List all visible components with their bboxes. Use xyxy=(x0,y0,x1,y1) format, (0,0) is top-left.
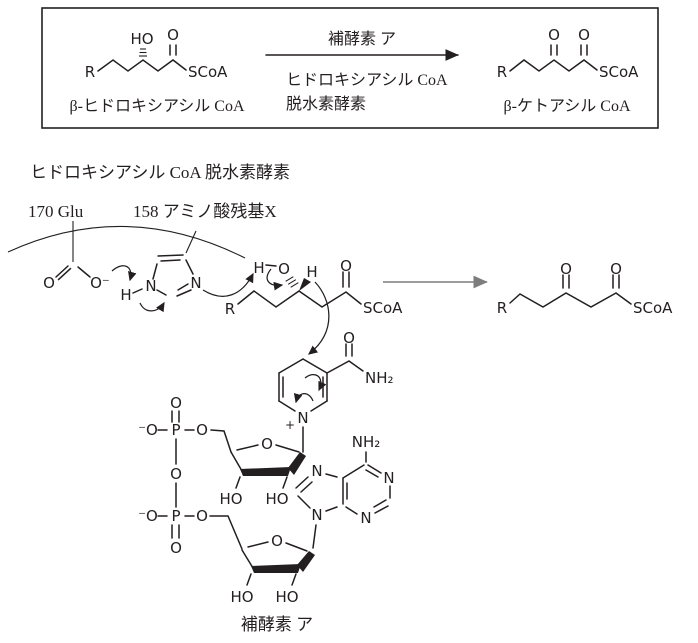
atom-scoa: SCoA xyxy=(363,299,403,317)
atom-n: N xyxy=(360,509,371,527)
condition-bottom-1: ヒドロキシアシル CoA xyxy=(286,72,448,89)
ribose-nicotinamide: O HO HO xyxy=(210,429,306,508)
product-structure-mech: R O O SCoA xyxy=(497,260,673,317)
atom-scoa: SCoA xyxy=(599,63,639,81)
atom-o: O xyxy=(343,329,355,347)
atom-scoa: SCoA xyxy=(188,63,228,81)
hash-bond xyxy=(139,48,147,57)
residue-x-label: 158 アミノ酸残基X xyxy=(133,202,277,221)
atom-n: N xyxy=(311,462,322,480)
imidazole-ring: H N N xyxy=(120,254,202,304)
arrow-to-n-plus xyxy=(293,393,314,404)
condition-top: 補酵素 ア xyxy=(328,30,396,48)
reactant-structure: R HO O SCoA xyxy=(85,26,228,81)
atom-ho: HO xyxy=(219,490,242,508)
atom-o: O xyxy=(196,507,208,525)
atom-o: O xyxy=(278,260,290,278)
product-structure-box: R O O SCoA xyxy=(497,26,639,81)
reaction-conditions: 補酵素 ア ヒドロキシアシル CoA 脱水素酵素 xyxy=(265,30,459,113)
atom-o: O xyxy=(43,274,55,292)
scheme-box-border xyxy=(41,7,659,129)
atom-r: R xyxy=(85,63,95,81)
ribose-bold-edge xyxy=(288,452,306,475)
atom-plus: + xyxy=(285,418,295,432)
atom-h: H xyxy=(306,263,317,281)
product-label: β-ケトアシル CoA xyxy=(503,97,631,115)
atom-o: O xyxy=(271,532,283,550)
wedge-bond xyxy=(299,278,311,291)
enzyme-surface xyxy=(7,221,246,262)
glu-carboxylate: O O⁻ xyxy=(43,265,110,292)
ribose-adenine: O HO HO xyxy=(230,524,317,606)
substrate-structure: R H O H O SCoA xyxy=(225,257,403,318)
atom-o: O xyxy=(548,26,560,44)
atom-minus-o: ⁻O xyxy=(138,421,158,439)
ribose-bold-edge xyxy=(240,467,291,476)
nicotinamide-ring: N + O NH₂ xyxy=(278,329,394,453)
atom-h: H xyxy=(253,259,264,277)
coenzyme-caption: 補酵素 ア xyxy=(241,615,313,634)
adenine-ring: N N N N NH₂ xyxy=(295,433,395,527)
ribose-bold-edge xyxy=(297,551,315,572)
atom-r: R xyxy=(497,63,507,81)
enzyme-title: ヒドロキシアシル CoA 脱水素酵素 xyxy=(30,163,290,182)
arrow-carboxylate-to-h xyxy=(111,265,137,282)
condition-bottom-2: 脱水素酵素 xyxy=(286,95,366,113)
atom-n: N xyxy=(190,274,201,292)
atom-n: N xyxy=(383,469,394,487)
atom-n: N xyxy=(145,277,156,295)
atom-ho: HO xyxy=(275,588,298,606)
atom-ho: HO xyxy=(130,30,153,48)
arrow-nh-to-ring xyxy=(139,301,165,313)
atom-ho: HO xyxy=(265,490,288,508)
atom-o: O xyxy=(170,394,182,412)
atom-nh2: NH₂ xyxy=(365,369,394,387)
ribose-bold-edge xyxy=(251,564,301,573)
atom-n: N xyxy=(311,506,322,524)
atom-o: O xyxy=(170,539,182,557)
atom-o: O xyxy=(340,257,352,275)
atom-scoa: SCoA xyxy=(633,299,673,317)
phosphate-2: P ⁻O O O xyxy=(138,507,243,557)
atom-p: P xyxy=(171,421,180,439)
arrow-ring-shift xyxy=(304,374,327,392)
atom-o: O xyxy=(578,26,590,44)
atom-r: R xyxy=(497,299,507,317)
atom-o: O xyxy=(196,421,208,439)
hash-bond xyxy=(285,276,299,288)
arrow-hydride-to-nad xyxy=(308,281,330,355)
atom-minus-o: ⁻O xyxy=(138,507,158,525)
arrow-n-to-oh-proton xyxy=(202,272,254,297)
atom-o: O xyxy=(560,260,572,278)
atom-p: P xyxy=(171,507,180,525)
atom-r: R xyxy=(225,300,235,318)
residue-glu-label: 170 Glu xyxy=(28,202,84,221)
atom-n: N xyxy=(297,409,308,427)
atom-h: H xyxy=(120,286,131,304)
atom-o: O xyxy=(167,26,179,44)
phosphate-1: P O ⁻O O O xyxy=(138,394,208,508)
arrow-oh-bond xyxy=(266,268,284,291)
reactant-label: β-ヒドロキシアシル CoA xyxy=(69,98,245,115)
atom-nh2: NH₂ xyxy=(352,433,381,451)
atom-ho: HO xyxy=(230,588,253,606)
atom-o: O xyxy=(261,435,273,453)
atom-o-minus: O⁻ xyxy=(90,274,110,292)
atom-o: O xyxy=(610,260,622,278)
atom-o: O xyxy=(170,465,182,483)
